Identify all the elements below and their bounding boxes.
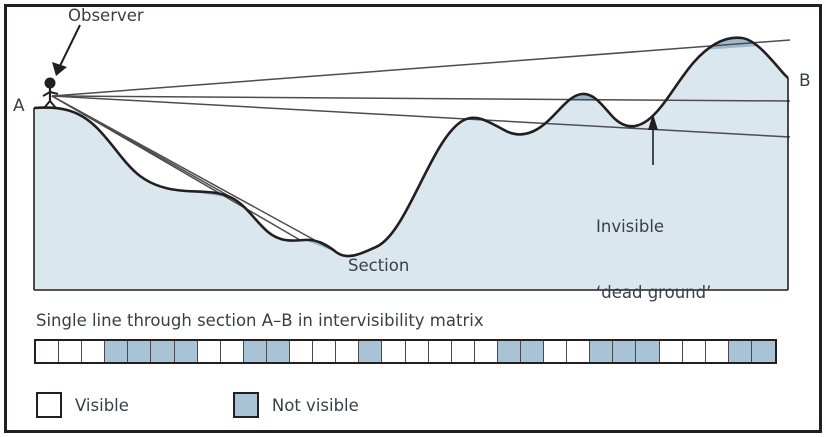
legend-item-not-visible: Not visible — [232, 392, 359, 418]
matrix-cell — [520, 341, 545, 362]
observer-label: Observer — [68, 6, 144, 25]
matrix-cell — [428, 341, 452, 362]
matrix-cell — [36, 341, 60, 362]
observer-arm-right-icon — [49, 91, 59, 95]
dead-ground-line-2: ‘dead ground’ — [596, 283, 712, 302]
matrix-cell — [59, 341, 83, 362]
sight-lines-group — [51, 39, 791, 255]
matrix-cell — [197, 341, 221, 362]
dead-ground-annotation: Invisible ‘dead ground’ — [596, 172, 711, 348]
legend-swatch-visible — [36, 392, 62, 418]
observer-leg-left-icon — [43, 100, 51, 109]
matrix-cell — [336, 341, 360, 362]
matrix-caption: Single line through section A–B in inter… — [36, 311, 484, 330]
matrix-cell — [382, 341, 406, 362]
legend-swatch-not-visible — [232, 392, 259, 418]
matrix-cell — [474, 341, 498, 362]
legend-label-visible: Visible — [75, 395, 129, 415]
legend: Visible Not visible — [36, 392, 359, 418]
legend-label-not-visible: Not visible — [271, 395, 359, 415]
matrix-cell — [243, 341, 267, 362]
matrix-cell — [544, 341, 568, 362]
matrix-cell — [313, 341, 337, 362]
matrix-cell — [682, 341, 706, 362]
sight-line-near-3 — [51, 95, 237, 201]
matrix-cell — [728, 341, 752, 362]
matrix-cell — [128, 341, 152, 362]
sight-line-upper — [51, 39, 791, 97]
dead-ground-arrow-icon — [648, 114, 658, 165]
matrix-cell — [590, 341, 614, 362]
dead-ground-line-1: Invisible — [596, 217, 665, 236]
matrix-cell — [613, 341, 637, 362]
matrix-cell — [659, 341, 683, 362]
observer-head-icon — [44, 77, 56, 89]
matrix-cell — [751, 341, 775, 362]
matrix-cell — [151, 341, 175, 362]
intervisibility-matrix-row — [34, 339, 777, 364]
section-box-edges — [33, 78, 789, 291]
observer-figure-icon — [42, 77, 59, 109]
point-b-label: B — [799, 71, 811, 91]
matrix-cell — [105, 341, 129, 362]
matrix-cell — [705, 341, 729, 362]
matrix-cell — [266, 341, 291, 362]
terrain-body — [34, 37, 788, 291]
matrix-cell — [220, 341, 244, 362]
observer-leg-right-icon — [49, 100, 57, 109]
matrix-cell — [567, 341, 591, 362]
point-a-label: A — [13, 96, 25, 116]
matrix-cell — [451, 341, 475, 362]
terrain-fill-shape — [34, 37, 788, 291]
observer-arm-left-icon — [42, 91, 51, 97]
matrix-cell — [290, 341, 314, 362]
matrix-cell — [636, 341, 660, 362]
observer-arrow-icon — [52, 24, 81, 76]
matrix-cell — [174, 341, 198, 362]
matrix-cell — [82, 341, 106, 362]
matrix-cell — [359, 341, 383, 362]
matrix-cell — [497, 341, 521, 362]
sight-line-lower — [51, 95, 791, 138]
terrain-outline — [33, 36, 789, 258]
matrix-cell — [405, 341, 429, 362]
section-label: Section — [348, 256, 410, 275]
legend-item-visible: Visible — [36, 392, 129, 418]
